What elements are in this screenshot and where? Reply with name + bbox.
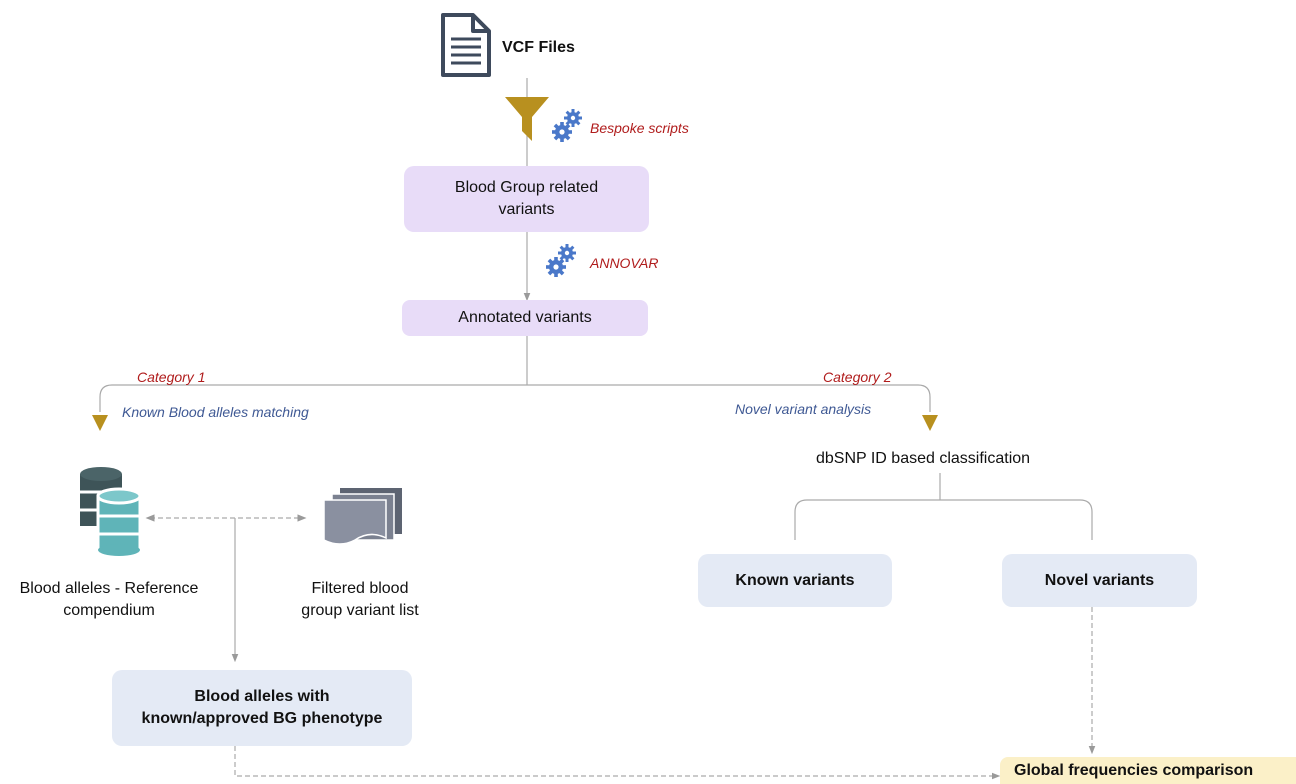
global-frequencies-label: Global frequencies comparison — [1014, 761, 1254, 779]
novel-variants-box: Novel variants — [1002, 554, 1197, 607]
annotated-variants-label: Annotated variants — [458, 309, 592, 326]
category-2-description: Novel variant analysis — [735, 401, 872, 417]
connector-category-split — [99, 384, 931, 412]
blood-group-variants-box: Blood Group related variants — [404, 166, 649, 232]
bespoke-scripts-label: Bespoke scripts — [590, 120, 689, 136]
arrow-category1 — [92, 415, 108, 431]
gears-icon — [546, 244, 576, 277]
novel-variants-label: Novel variants — [1044, 571, 1155, 589]
blood-alleles-phenotype-label: Blood alleles with known/approved BG phe… — [141, 688, 383, 727]
gears-icon — [552, 109, 582, 142]
category-1-description: Known Blood alleles matching — [122, 404, 309, 420]
database-icon — [80, 467, 142, 556]
annovar-label: ANNOVAR — [590, 255, 659, 271]
blood-alleles-reference-label: Blood alleles - Reference compendium — [19, 580, 199, 619]
blood-group-variants-label: Blood Group related variants — [454, 179, 599, 218]
global-frequencies-box: Global frequencies comparison — [1000, 757, 1296, 784]
known-variants-label: Known variants — [735, 571, 855, 589]
connector-bracket — [794, 499, 1093, 540]
category-2-label: Category 2 — [823, 369, 892, 385]
arrow-phenotype-global — [234, 746, 1001, 780]
dbsnp-classification-label: dbSNP ID based classification — [816, 450, 1031, 467]
filtered-list-label: Filtered blood group variant list — [301, 580, 419, 619]
vcf-files-label: VCF Files — [502, 39, 575, 56]
category-1-label: Category 1 — [137, 369, 206, 385]
filter-funnel-icon — [505, 97, 549, 141]
stacked-documents-icon — [323, 488, 402, 545]
document-icon — [441, 13, 491, 77]
annotated-variants-box: Annotated variants — [402, 300, 648, 336]
blood-alleles-phenotype-box: Blood alleles with known/approved BG phe… — [112, 670, 412, 746]
known-variants-box: Known variants — [698, 554, 892, 607]
arrow-category2 — [922, 415, 938, 431]
